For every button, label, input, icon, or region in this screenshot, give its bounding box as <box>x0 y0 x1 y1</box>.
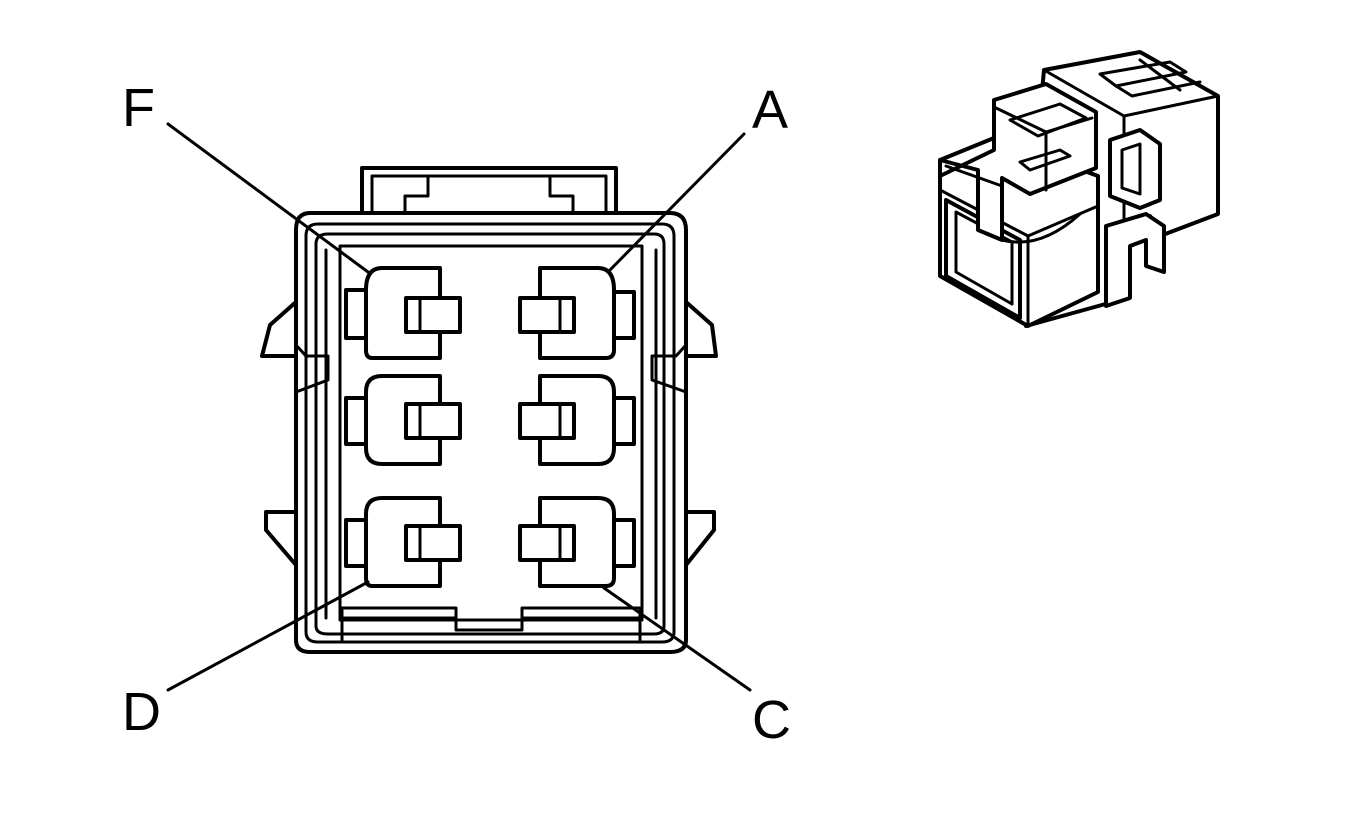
pin-label-d: D <box>122 682 161 742</box>
terminal-cavities <box>344 266 636 588</box>
pin-label-f: F <box>122 78 155 138</box>
connector-isometric-view <box>938 50 1220 328</box>
leader-c <box>602 586 752 692</box>
cavity-e <box>344 374 462 466</box>
cavity-f <box>344 266 462 360</box>
connector-face-view: F A D C <box>122 78 791 750</box>
cavity-b <box>518 374 636 466</box>
pin-label-a: A <box>752 80 788 140</box>
leader-f <box>166 122 370 274</box>
side-tabs <box>260 300 718 567</box>
cavity-c <box>518 496 636 588</box>
cavity-a <box>518 266 636 360</box>
leader-d <box>166 580 370 692</box>
cavity-d <box>344 496 462 588</box>
bottom-key <box>340 606 642 642</box>
leader-a <box>606 132 746 274</box>
pin-label-c: C <box>752 690 791 750</box>
leader-lines <box>166 122 752 692</box>
